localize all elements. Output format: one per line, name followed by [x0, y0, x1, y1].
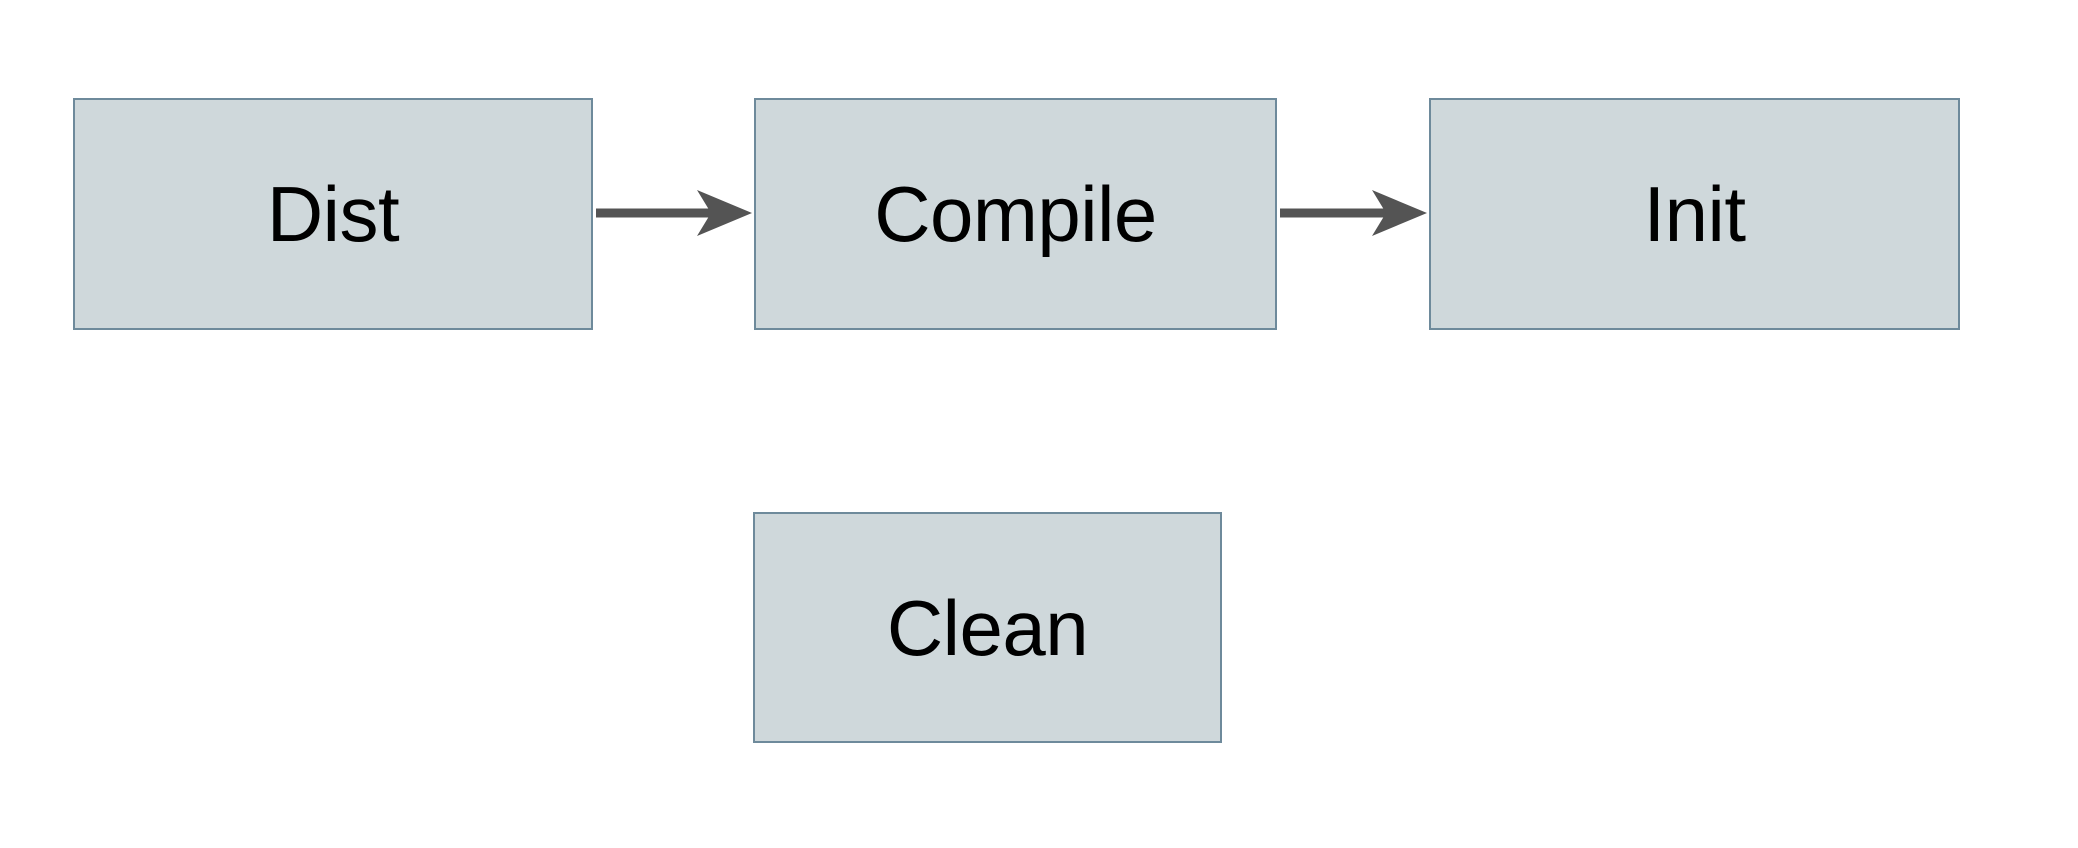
node-dist[interactable]: Dist [73, 98, 593, 330]
arrowhead-icon [697, 190, 752, 236]
node-label: Clean [886, 583, 1089, 672]
node-init[interactable]: Init [1429, 98, 1960, 330]
arrowhead-icon [1372, 190, 1427, 236]
edge-compile-to-init[interactable] [1280, 190, 1427, 236]
edge-dist-to-compile[interactable] [596, 190, 752, 236]
node-label: Dist [266, 170, 400, 258]
node-clean[interactable]: Clean [753, 512, 1222, 743]
node-label: Compile [874, 170, 1157, 258]
node-compile[interactable]: Compile [754, 98, 1277, 330]
node-label: Init [1643, 170, 1746, 258]
